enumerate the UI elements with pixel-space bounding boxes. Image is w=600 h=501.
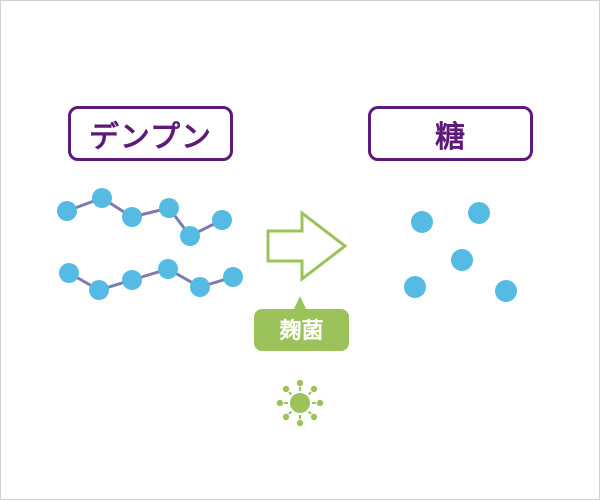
- glucose-molecule: [122, 270, 142, 290]
- starch-label: デンプン: [68, 106, 233, 161]
- sugar-molecule: [451, 249, 473, 271]
- koji-mold-icon: [276, 379, 324, 427]
- starch-chain-top: [57, 188, 232, 246]
- koji-callout: 麹菌: [254, 296, 349, 351]
- glucose-molecule: [159, 198, 179, 218]
- glucose-molecule: [57, 201, 77, 221]
- starch-chain-bottom: [59, 259, 243, 300]
- glucose-molecule: [223, 267, 243, 287]
- sugar-molecule: [495, 280, 517, 302]
- glucose-molecule: [89, 280, 109, 300]
- sugar-molecules: [404, 202, 517, 302]
- sugar-molecule: [411, 211, 433, 233]
- glucose-molecule: [122, 207, 142, 227]
- glucose-molecule: [158, 259, 178, 279]
- right-arrow-icon: [266, 209, 348, 283]
- glucose-molecule: [92, 188, 112, 208]
- sugar-molecule: [468, 202, 490, 224]
- koji-label: 麹菌: [278, 318, 323, 344]
- chain-bond: [66, 196, 223, 238]
- glucose-molecule: [190, 277, 210, 297]
- sugar-molecule: [404, 276, 426, 298]
- sugar-label: 糖: [368, 106, 533, 161]
- glucose-molecule: [180, 226, 200, 246]
- glucose-molecule: [59, 263, 79, 283]
- glucose-molecule: [212, 210, 232, 230]
